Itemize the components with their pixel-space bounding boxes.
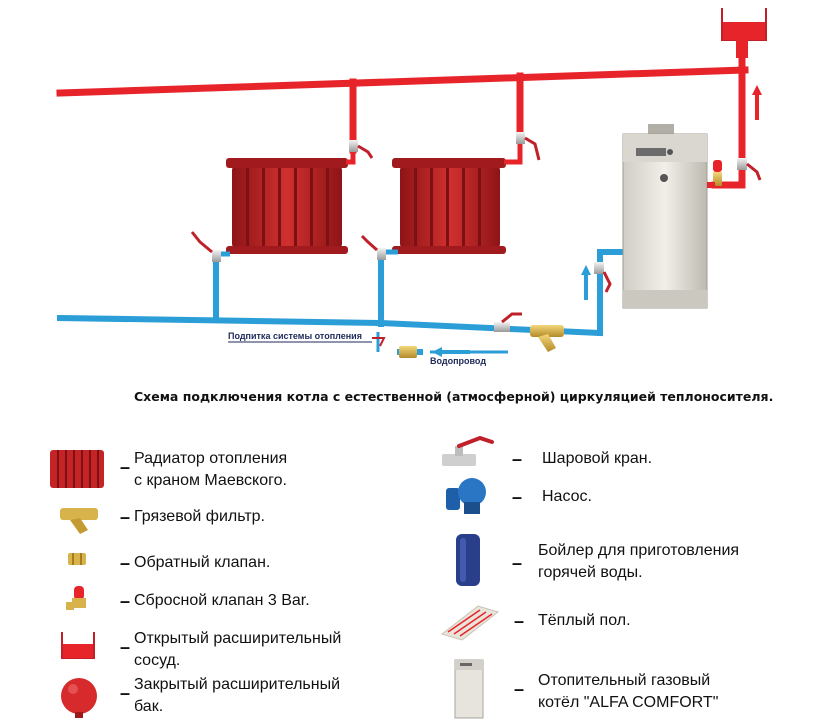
legend-text-line2: сосуд. [134,652,181,669]
radiator-1-supply [346,150,356,165]
gas-boiler [622,124,708,309]
scheme-caption: Схема подключения котла с естественной (… [134,389,774,404]
relief-valve-icon [66,586,86,610]
heating-scheme: Подпитка системы отопления Водопровод [56,8,767,366]
gas-boiler-icon [454,659,484,719]
valve-radiator-2-top [516,132,541,161]
legend-text-line1: Шаровой кран. [542,450,653,467]
valve-radiator-1-top [349,140,374,159]
legend-dash: – [512,553,523,573]
mud-filter-icon [60,508,98,534]
left-arrow-blue [432,347,470,357]
legend-text-line2: бак. [134,698,164,715]
legend-text-line2: горячей воды. [538,564,643,581]
open-expansion-vessel [721,8,767,58]
legend-dash: – [514,679,525,699]
radiator-2-supply [504,140,523,165]
up-arrow-red [752,85,762,120]
valve-boiler-return [594,262,612,293]
legend-text-line1: Открытый расширительный [134,630,342,647]
legend-text-line1: Закрытый расширительный [134,676,341,693]
check-valve-icon [68,553,86,565]
radiator-1 [226,158,348,254]
flow-arrows [432,85,762,357]
radiator-icon [50,450,104,488]
legend-text-line1: Отопительный газовый [538,672,711,689]
legend-dash: – [120,591,131,611]
legend-dash: – [120,457,131,477]
mud-filter [530,325,564,352]
pump-icon [446,478,486,514]
radiator-2 [392,158,506,254]
legend-dash: – [120,683,131,703]
legend-dash: – [120,637,131,657]
legend-text-line1: Тёплый пол. [538,612,631,629]
valve-return-line [494,312,522,332]
check-valve [399,346,417,358]
legend-dash: – [512,449,523,469]
legend-dash: – [120,507,131,527]
label-vodoprovod: Водопровод [430,356,486,366]
legend-text-line1: Радиатор отопления [134,450,288,467]
legend-text-line2: котёл "ALFA COMFORT" [538,694,719,711]
closed-expansion-tank-icon [61,678,97,718]
ball-valve-icon [442,436,494,466]
up-arrow-blue [581,265,591,300]
valve-radiator-2-bottom [360,234,398,260]
legend-text-line1: Бойлер для приготовления [538,542,740,559]
legend-text-line2: с краном Маевского. [134,472,287,489]
open-expansion-tank-icon [61,632,95,659]
relief-valve [713,160,722,186]
legend-text-line1: Обратный клапан. [134,554,271,571]
valve-supply-riser [737,158,762,181]
feed-tap [372,337,386,347]
supply-pipes [56,56,749,189]
legend-text-line1: Сбросной клапан 3 Bar. [134,592,310,609]
legend-dash: – [514,611,525,631]
legend-dash: – [512,487,523,507]
boiler-tank-icon [456,534,480,586]
valve-radiator-1-bottom [190,231,230,262]
label-podpitka: Подпитка системы отопления [228,331,362,341]
floor-heating-icon [440,605,500,641]
legend-text-line1: Насос. [542,488,592,505]
legend-text-line1: Грязевой фильтр. [134,508,265,525]
legend-dash: – [120,553,131,573]
